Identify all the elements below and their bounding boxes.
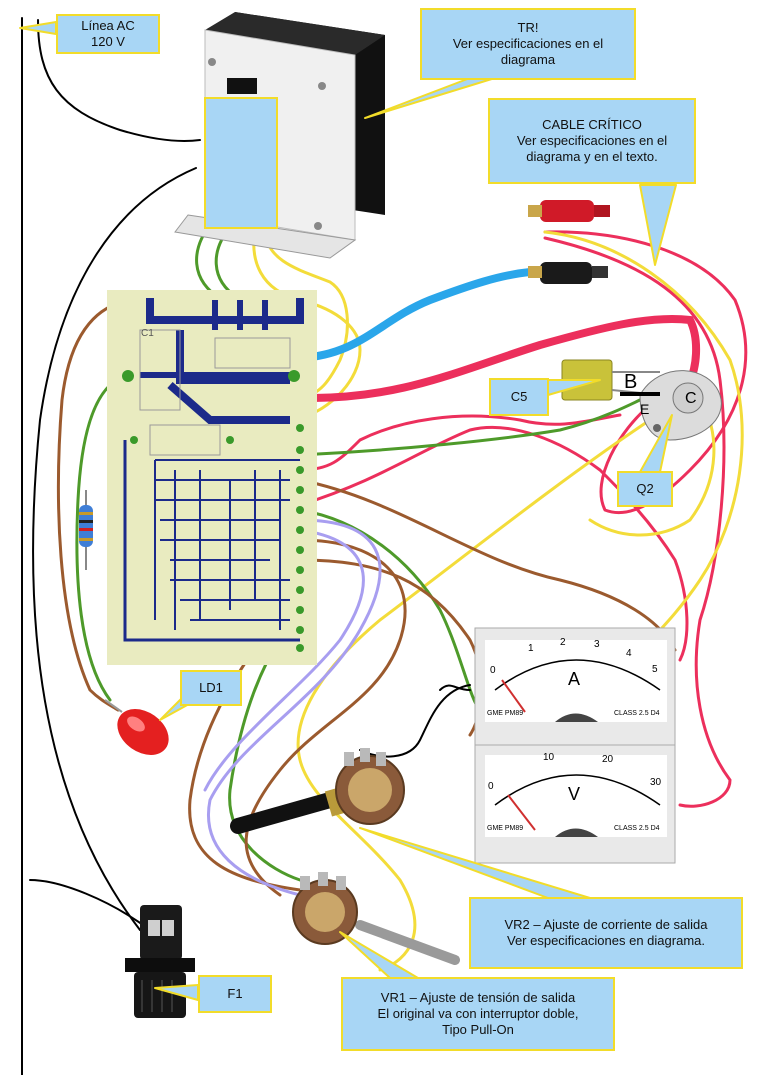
ammeter-brand: GME PM89: [487, 710, 523, 717]
voltmeter-tick-0: 0: [488, 781, 494, 792]
callout-linea-ac-line2: 120 V: [91, 34, 125, 49]
callout-cable-line1: CABLE CRÍTICO: [542, 117, 642, 132]
voltmeter-tick-30: 30: [650, 777, 662, 788]
wire-yellow-tr2: [263, 230, 349, 400]
voltmeter-symbol: V: [568, 784, 580, 804]
transformer-socket: [227, 78, 257, 94]
ammeter-tick-3: 3: [594, 639, 600, 650]
pin-e-label: E: [640, 401, 649, 417]
wire-brown-3: [298, 478, 677, 652]
ammeter-class: CLASS 2.5 D4: [614, 710, 660, 717]
wire-black-2: [439, 684, 471, 691]
ammeter-tick-4: 4: [626, 648, 632, 659]
callout-ld1-label: LD1: [199, 680, 223, 695]
potentiometer-vr2[interactable]: [230, 748, 405, 834]
voltmeter-tick-10: 10: [543, 752, 555, 763]
callout-c5: C5: [489, 378, 549, 416]
fuse-holder-f1: [125, 905, 195, 1018]
transistor-q2: B E C: [620, 370, 722, 441]
voltmeter-brand: GME PM89: [487, 825, 523, 832]
wire-yellow-2: [296, 418, 652, 972]
binding-post-black[interactable]: [528, 262, 608, 284]
transformer-label-plate: [204, 97, 278, 229]
wire-green-q2: [298, 393, 652, 457]
callout-vr2-line1: VR2 – Ajuste de corriente de salida: [504, 917, 708, 932]
callout-linea-ac: Línea AC 120 V: [56, 14, 160, 54]
pin-c-label: C: [685, 390, 697, 407]
callout-q2-label: Q2: [636, 481, 654, 496]
wire-brown-4: [244, 538, 407, 897]
wire-red-3: [298, 425, 689, 662]
ac-wire-3: [32, 167, 197, 931]
ammeter-tick-1: 1: [528, 643, 534, 654]
callout-vr1-line1: VR1 – Ajuste de tensión de salida: [380, 990, 576, 1005]
callout-tr-line2: Ver especificaciones en el: [452, 36, 604, 51]
callout-c5-label: C5: [510, 389, 528, 404]
wire-thick-red: [296, 314, 701, 403]
pcb-c1-label: C1: [141, 328, 154, 339]
callout-cable-line3: diagrama y en el texto.: [526, 149, 658, 164]
led: [104, 699, 169, 755]
callout-f1: F1: [198, 975, 272, 1013]
callout-vr1-line2: El original va con interruptor doble,: [377, 1006, 579, 1021]
ac-wire-4: [29, 879, 151, 931]
callout-vr2-line2: Ver especificaciones en diagrama.: [506, 933, 705, 948]
wire-brown-led: [56, 298, 142, 712]
callout-vr1-line3: Tipo Pull-On: [442, 1022, 514, 1037]
callout-vr1: VR1 – Ajuste de tensión de salida El ori…: [341, 977, 615, 1051]
wire-black-meter: [359, 684, 471, 758]
wire-lavender-1: [207, 518, 382, 897]
callout-pointers: [19, 21, 677, 1001]
wire-red-1: [543, 230, 748, 515]
ac-wire-2: [37, 19, 201, 142]
callout-f1-label: F1: [227, 986, 243, 1001]
transformer: [174, 12, 385, 259]
wire-thick-blue: [296, 268, 534, 362]
voltmeter-class: CLASS 2.5 D4: [614, 825, 660, 832]
voltmeter: 0 10 20 30 V GME PM89 CLASS 2.5 D4: [474, 744, 676, 864]
ammeter: 0 1 2 3 4 5 A GME PM89 CLASS 2.5 D4: [474, 627, 676, 747]
callout-tr-line3: diagrama: [500, 52, 556, 67]
ammeter-symbol: A: [568, 669, 580, 689]
callout-linea-ac-line1: Línea AC: [81, 18, 135, 33]
wire-green-2: [298, 508, 482, 712]
binding-post-red[interactable]: [528, 200, 610, 222]
wire-red-2: [543, 236, 732, 808]
callout-tr: TR! Ver especificaciones en el diagrama: [420, 8, 636, 80]
wire-lavender-2: [203, 528, 365, 792]
callout-ld1: LD1: [180, 670, 242, 706]
pin-b-label: B: [624, 371, 637, 393]
wire-red-4: [298, 413, 622, 472]
ammeter-tick-5: 5: [652, 664, 658, 675]
callout-cable-critico: CABLE CRÍTICO Ver especificaciones en el…: [488, 98, 696, 184]
callout-q2: Q2: [617, 471, 673, 507]
wire-green-led: [75, 373, 132, 702]
ammeter-tick-0: 0: [490, 665, 496, 676]
ammeter-tick-2: 2: [560, 637, 566, 648]
callout-tr-line1: TR!: [517, 20, 539, 35]
voltmeter-tick-20: 20: [602, 754, 614, 765]
callout-cable-line2: Ver especificaciones en el: [516, 133, 668, 148]
resistor: [79, 490, 93, 570]
wire-yellow-3: [588, 398, 716, 537]
pcb-board: C1: [107, 290, 317, 665]
potentiometer-vr1[interactable]: [292, 872, 460, 965]
callout-vr2: VR2 – Ajuste de corriente de salida Ver …: [469, 897, 743, 969]
